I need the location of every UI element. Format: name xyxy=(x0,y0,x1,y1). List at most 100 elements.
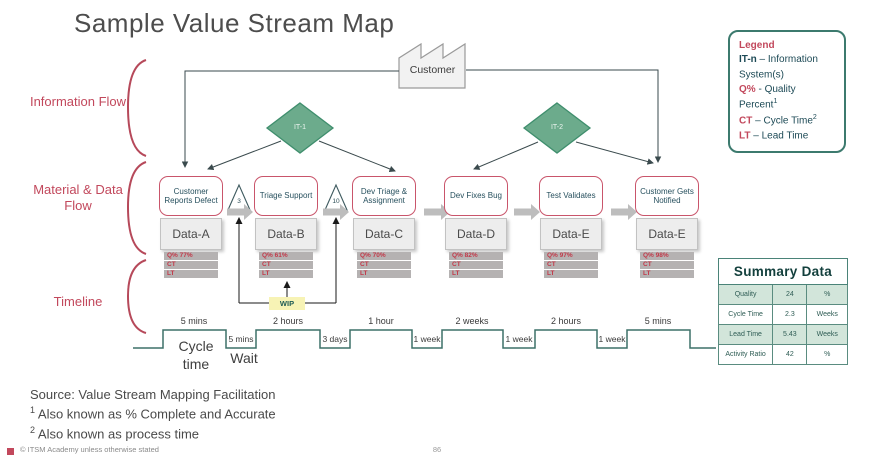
wip-label: WIP xyxy=(269,297,305,310)
table-row: Activity Ratio 42 % xyxy=(717,344,848,365)
cycle-time-value: 5 mins xyxy=(644,316,672,326)
it1-to-process3-arrow xyxy=(318,140,396,172)
data-system-name: Data-C xyxy=(364,227,403,241)
customer-to-last-process-line xyxy=(466,69,662,163)
quality-bar: Q% 77% xyxy=(164,252,218,260)
quality-bar: Q% 61% xyxy=(259,252,313,260)
process-name: Test Validates xyxy=(546,191,596,201)
cycle-time-value: 2 hours xyxy=(550,316,582,326)
lt-bar: LT xyxy=(449,270,503,278)
table-row: Cycle Time 2.3 Weeks xyxy=(717,304,848,325)
cycle-time-caption: Cycle time xyxy=(178,338,214,372)
lt-bar: LT xyxy=(164,270,218,278)
ct-bar: CT xyxy=(164,261,218,269)
cycle-time-value: 1 hour xyxy=(368,316,394,326)
it2-label: IT-2 xyxy=(550,124,564,131)
process-name: Triage Support xyxy=(259,191,313,201)
wait-time-value: 5 mins xyxy=(228,333,254,344)
process-box: Customer Reports Defect xyxy=(159,176,223,216)
data-system-name: Data-E xyxy=(552,227,590,241)
legend-item: IT-n – Information System(s) xyxy=(739,54,818,81)
footnote-1: 1 Also known as % Complete and Accurate xyxy=(30,405,276,422)
legend-item: CT – Cycle Time2 xyxy=(739,113,817,126)
it2-to-process4-arrow xyxy=(473,141,539,170)
process-column: Customer Reports Defect Data-A Q% 77% CT… xyxy=(143,176,239,279)
inventory-count: 3 xyxy=(237,198,241,205)
wait-time-value: 1 week xyxy=(598,333,626,344)
process-box: Dev Triage & Assignment xyxy=(352,176,416,216)
page-number: 86 xyxy=(432,445,442,454)
data-system-box: Data-C xyxy=(353,218,415,250)
metric-stack: Q% 61% CT LT xyxy=(259,252,313,278)
lt-bar: LT xyxy=(259,270,313,278)
legend-item: Q% - Quality Percent1 xyxy=(739,83,796,111)
row-label-material-data-flow: Material & Data Flow xyxy=(33,182,123,214)
table-row: Quality 24 % xyxy=(717,284,848,305)
source-notes: Source: Value Stream Mapping Facilitatio… xyxy=(30,386,276,443)
ct-bar: CT xyxy=(357,261,411,269)
slide-title: Sample Value Stream Map xyxy=(74,8,395,38)
wait-time-value: 1 week xyxy=(505,333,533,344)
data-system-box: Data-B xyxy=(255,218,317,250)
lt-bar: LT xyxy=(544,270,598,278)
data-system-name: Data-B xyxy=(267,227,305,241)
legend-item: LT – Lead Time xyxy=(739,130,809,142)
process-column: Dev Triage & Assignment Data-C Q% 70% CT… xyxy=(336,176,432,279)
process-column: Test Validates Data-E Q% 97% CT LT xyxy=(523,176,619,279)
quality-bar: Q% 97% xyxy=(544,252,598,260)
inventory-count: 10 xyxy=(332,198,340,205)
process-box: Customer Gets Notified xyxy=(635,176,699,216)
table-row: Lead Time 5.43 Weeks xyxy=(717,324,848,345)
legend-title: Legend xyxy=(739,40,775,51)
process-column: Triage Support Data-B Q% 61% CT LT xyxy=(238,176,334,279)
ct-bar: CT xyxy=(640,261,694,269)
lt-bar: LT xyxy=(640,270,694,278)
process-name: Dev Triage & Assignment xyxy=(360,186,408,205)
summary-table-title: Summary Data xyxy=(718,258,848,285)
lt-bar: LT xyxy=(357,270,411,278)
footer-logo xyxy=(7,448,14,455)
data-system-box: Data-D xyxy=(445,218,507,250)
process-name: Dev Fixes Bug xyxy=(449,191,503,201)
process-name: Customer Reports Defect xyxy=(164,186,218,205)
data-system-box: Data-A xyxy=(160,218,222,250)
it2-to-process6-arrow xyxy=(575,141,654,165)
data-system-box: Data-E xyxy=(636,218,698,250)
footnote-2: 2 Also known as process time xyxy=(30,424,200,442)
customer-box-label: Customer xyxy=(409,64,456,76)
process-box: Test Validates xyxy=(539,176,603,216)
process-column: Dev Fixes Bug Data-D Q% 82% CT LT xyxy=(428,176,524,279)
footer-copyright: © ITSM Academy unless otherwise stated xyxy=(20,445,159,454)
data-system-box: Data-E xyxy=(540,218,602,250)
metric-stack: Q% 70% CT LT xyxy=(357,252,411,278)
ct-bar: CT xyxy=(449,261,503,269)
wait-time-value: 3 days xyxy=(322,333,348,344)
cycle-time-value: 5 mins xyxy=(180,316,208,326)
data-system-name: Data-D xyxy=(456,227,495,241)
wait-caption: Wait xyxy=(230,350,258,366)
data-system-name: Data-A xyxy=(172,227,210,241)
it1-to-process1-arrow xyxy=(207,140,282,171)
quality-bar: Q% 70% xyxy=(357,252,411,260)
legend-box: Legend IT-n – Information System(s) Q% -… xyxy=(728,30,846,153)
data-system-name: Data-E xyxy=(648,227,686,241)
metric-stack: Q% 98% CT LT xyxy=(640,252,694,278)
source-line: Source: Value Stream Mapping Facilitatio… xyxy=(30,387,276,402)
metric-stack: Q% 77% CT LT xyxy=(164,252,218,278)
row-label-timeline: Timeline xyxy=(53,294,103,309)
process-name: Customer Gets Notified xyxy=(640,186,694,205)
quality-bar: Q% 82% xyxy=(449,252,503,260)
process-column: Customer Gets Notified Data-E Q% 98% CT … xyxy=(619,176,715,279)
ct-bar: CT xyxy=(544,261,598,269)
customer-to-first-process-line xyxy=(181,70,399,168)
cycle-time-value: 2 weeks xyxy=(455,316,489,326)
metric-stack: Q% 82% CT LT xyxy=(449,252,503,278)
wait-time-value: 1 week xyxy=(413,333,441,344)
metric-stack: Q% 97% CT LT xyxy=(544,252,598,278)
cycle-time-value: 2 hours xyxy=(272,316,304,326)
quality-bar: Q% 98% xyxy=(640,252,694,260)
process-box: Triage Support xyxy=(254,176,318,216)
summary-data-table: Summary Data Quality 24 % Cycle Time 2.3… xyxy=(717,258,848,365)
process-box: Dev Fixes Bug xyxy=(444,176,508,216)
